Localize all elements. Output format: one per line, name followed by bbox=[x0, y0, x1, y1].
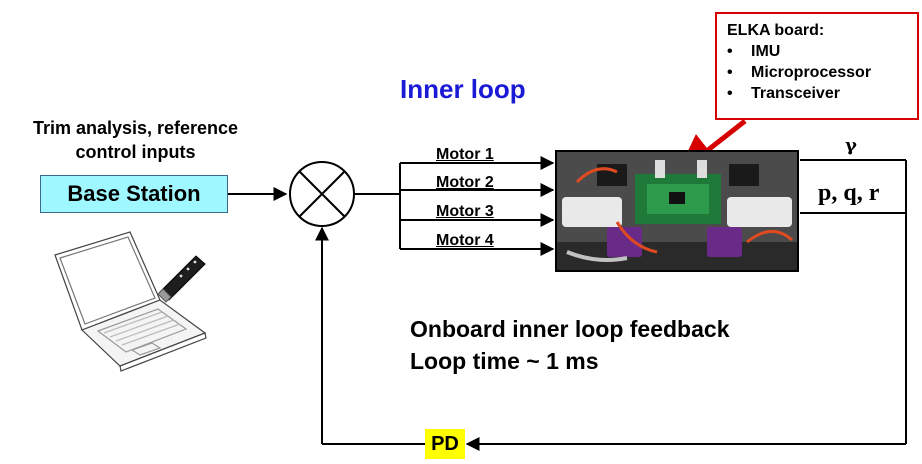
bullet-icon: • bbox=[727, 43, 733, 60]
trim-text-line2: control inputs bbox=[75, 142, 196, 162]
laptop-icon bbox=[54, 231, 207, 372]
onboard-feedback-text: Onboard inner loop feedback Loop time ~ … bbox=[410, 313, 729, 377]
motor-2-label: Motor 2 bbox=[436, 174, 494, 191]
motor-3-label: Motor 3 bbox=[436, 203, 494, 220]
elka-list: • IMU • Microprocessor • Transceiver bbox=[727, 41, 917, 104]
elka-item-imu: IMU bbox=[751, 43, 781, 60]
usb-dongle-icon bbox=[157, 255, 206, 303]
motor-1-label: Motor 1 bbox=[436, 146, 494, 163]
summing-junction bbox=[289, 161, 355, 227]
elka-item: • IMU bbox=[727, 41, 917, 62]
pd-label: PD bbox=[431, 432, 459, 455]
base-station-label: Base Station bbox=[67, 181, 201, 206]
elka-item: • Transceiver bbox=[727, 83, 917, 104]
drone-photo-drawing bbox=[557, 152, 797, 270]
onboard-line1: Onboard inner loop feedback bbox=[410, 316, 730, 342]
elka-title: ELKA board: bbox=[727, 22, 825, 39]
base-station-box: Base Station bbox=[40, 175, 228, 213]
elka-item: • Microprocessor bbox=[727, 62, 917, 83]
onboard-line2: Loop time ~ 1 ms bbox=[410, 348, 599, 374]
pqr-output-label: p, q, r bbox=[818, 180, 880, 206]
elka-item-microprocessor: Microprocessor bbox=[751, 64, 872, 81]
elka-callout-box: ELKA board: • IMU • Microprocessor • Transc… bbox=[715, 12, 919, 120]
drone-photo bbox=[555, 150, 799, 272]
gamma-output-label: γ bbox=[845, 135, 857, 156]
bullet-icon: • bbox=[727, 85, 733, 102]
elka-item-transceiver: Transceiver bbox=[751, 85, 840, 102]
inner-loop-title: Inner loop bbox=[400, 74, 526, 104]
motor-4-label: Motor 4 bbox=[436, 232, 494, 249]
trim-analysis-text: Trim analysis, reference control inputs bbox=[8, 116, 263, 164]
trim-text-line1: Trim analysis, reference bbox=[32, 118, 239, 138]
bullet-icon: • bbox=[727, 64, 733, 81]
pd-controller-box: PD bbox=[425, 429, 465, 459]
